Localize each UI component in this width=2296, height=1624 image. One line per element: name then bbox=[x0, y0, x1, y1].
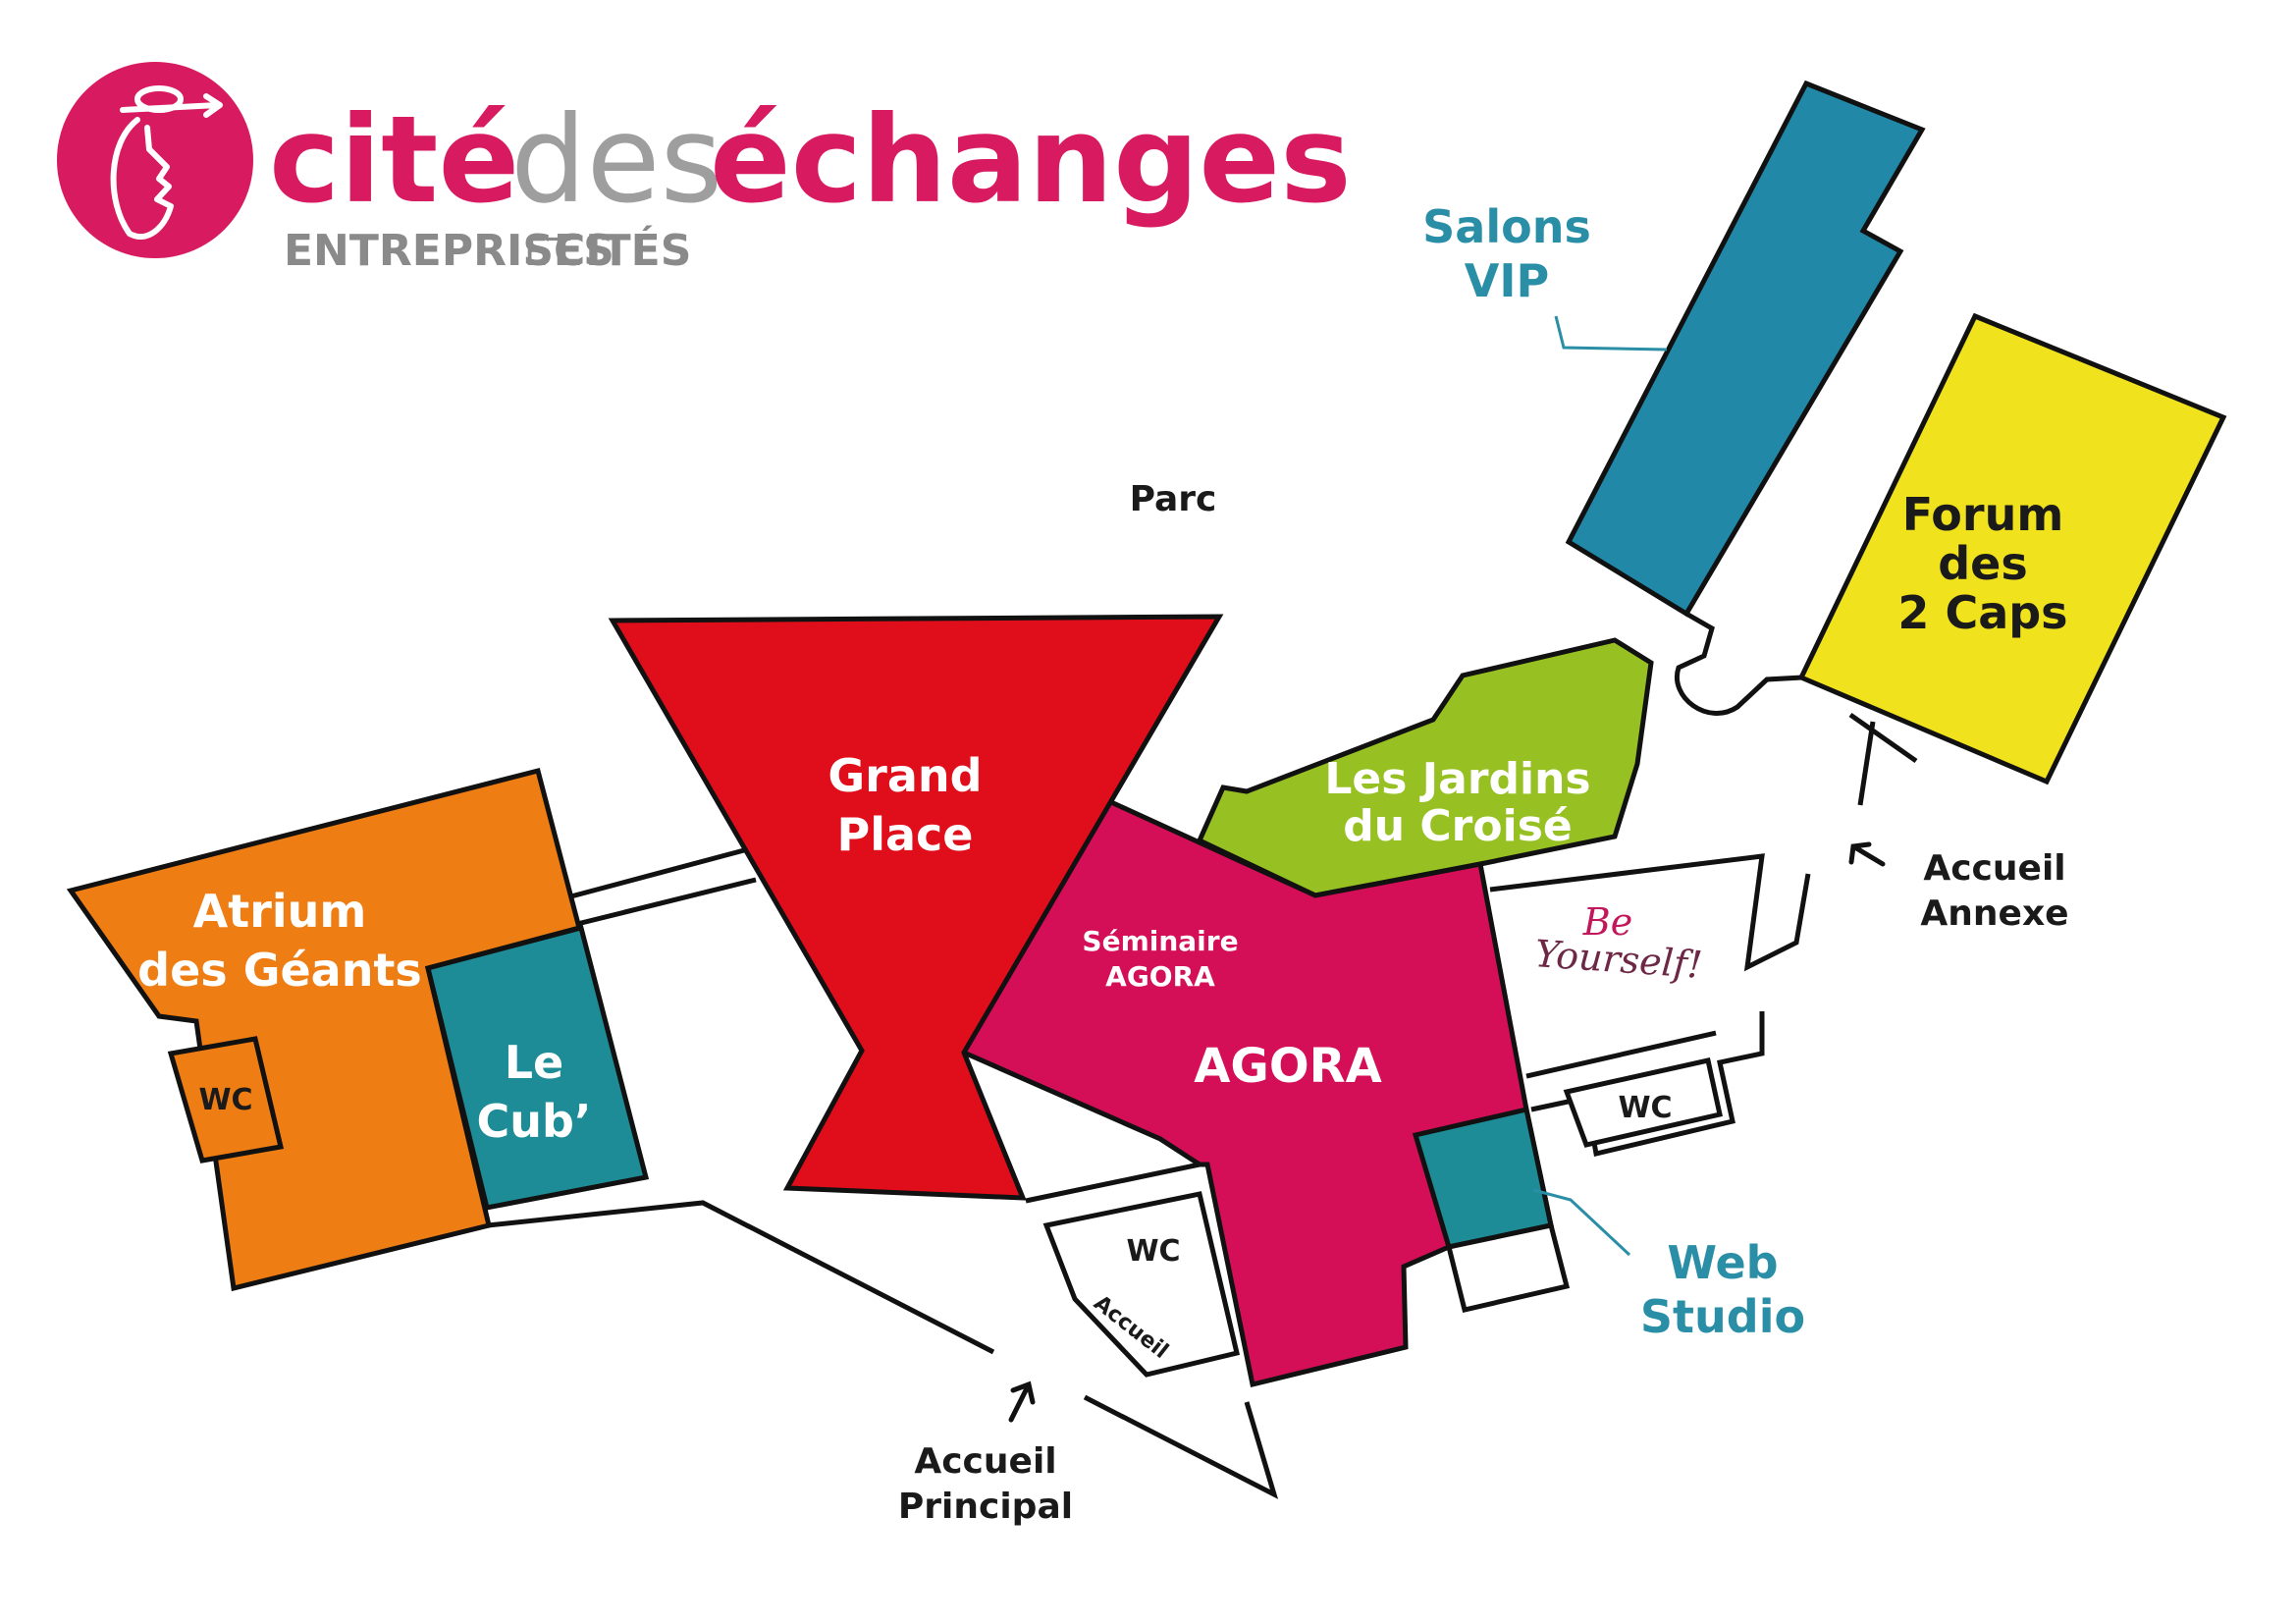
label-atrium-line1: Atrium bbox=[193, 885, 367, 938]
logo-tagline-part2: ET bbox=[524, 231, 571, 274]
label-accueil-annexe-line1: Accueil bbox=[1923, 848, 2065, 889]
label-forum-line3: 2 Caps bbox=[1897, 586, 2067, 639]
logo-face-icon bbox=[110, 85, 223, 241]
arrow-accueil-principal-icon bbox=[1008, 1380, 1036, 1423]
label-forum-line1: Forum bbox=[1902, 488, 2064, 541]
label-webstudio-line1: Web bbox=[1667, 1236, 1778, 1289]
label-webstudio-line2: Studio bbox=[1640, 1290, 1805, 1343]
label-grandplace-line1: Grand bbox=[828, 749, 982, 802]
logo-word-cite: cité bbox=[269, 90, 519, 230]
label-jardins-line2: du Croisé bbox=[1343, 801, 1572, 851]
corridor-outlines bbox=[487, 712, 1918, 1499]
label-agora: AGORA bbox=[1194, 1039, 1381, 1094]
salons-connector bbox=[1674, 611, 1803, 716]
label-seminaire-line2: AGORA bbox=[1105, 960, 1215, 993]
label-be: Be bbox=[1582, 900, 1632, 944]
label-seminaire-line1: Séminaire bbox=[1082, 925, 1238, 957]
wc-accueil-box bbox=[1042, 1191, 1241, 1378]
wc-atrium-box bbox=[167, 1036, 285, 1164]
logo-word-des: des bbox=[510, 90, 722, 230]
logo-tagline-part1: ENTREPRISES bbox=[284, 226, 614, 276]
label-yourself: Yourself! bbox=[1533, 932, 1703, 987]
arrow-accueil-annexe-icon bbox=[1848, 841, 1886, 867]
label-grandplace-line2: Place bbox=[837, 808, 974, 861]
wc-annex-box bbox=[1563, 1057, 1723, 1148]
salons-leader-line bbox=[1554, 315, 1668, 352]
brand-logo: cité des échanges ENTREPRISES ET CITÉS bbox=[57, 62, 1352, 276]
label-wc-atrium: WC bbox=[198, 1083, 252, 1117]
label-salons-line2: VIP bbox=[1465, 254, 1549, 307]
label-accueil-principal-line1: Accueil bbox=[914, 1441, 1056, 1482]
room-le-cub[interactable] bbox=[424, 924, 650, 1211]
label-wc-annex: WC bbox=[1618, 1091, 1672, 1125]
room-forum-des-2-caps[interactable] bbox=[1797, 312, 2227, 785]
label-parc: Parc bbox=[1130, 479, 1217, 519]
label-salons-line1: Salons bbox=[1422, 200, 1591, 253]
logo-emblem-icon bbox=[57, 62, 253, 258]
label-accueil-annexe-line2: Annexe bbox=[1920, 893, 2068, 934]
logo-tagline-part3: CITÉS bbox=[554, 224, 691, 276]
label-accueil-principal-line2: Principal bbox=[898, 1487, 1073, 1527]
logo-word-echanges: échanges bbox=[710, 90, 1352, 230]
room-agora[interactable] bbox=[960, 787, 1554, 1388]
label-forum-line2: des bbox=[1938, 537, 2028, 590]
webstudio-leader-line bbox=[1532, 1188, 1631, 1257]
room-salons-vip[interactable] bbox=[1565, 80, 1926, 618]
label-lecub-line2: Cub’ bbox=[477, 1095, 592, 1148]
label-jardins-line1: Les Jardins bbox=[1324, 754, 1590, 804]
label-lecub-line1: Le bbox=[505, 1036, 564, 1089]
room-grand-place[interactable] bbox=[608, 614, 1224, 1201]
label-atrium-line2: des Géants bbox=[137, 944, 422, 997]
web-studio-annex bbox=[1445, 1222, 1571, 1313]
room-atrium-des-geants[interactable] bbox=[66, 767, 583, 1292]
label-wc-accueil: WC bbox=[1126, 1234, 1180, 1269]
